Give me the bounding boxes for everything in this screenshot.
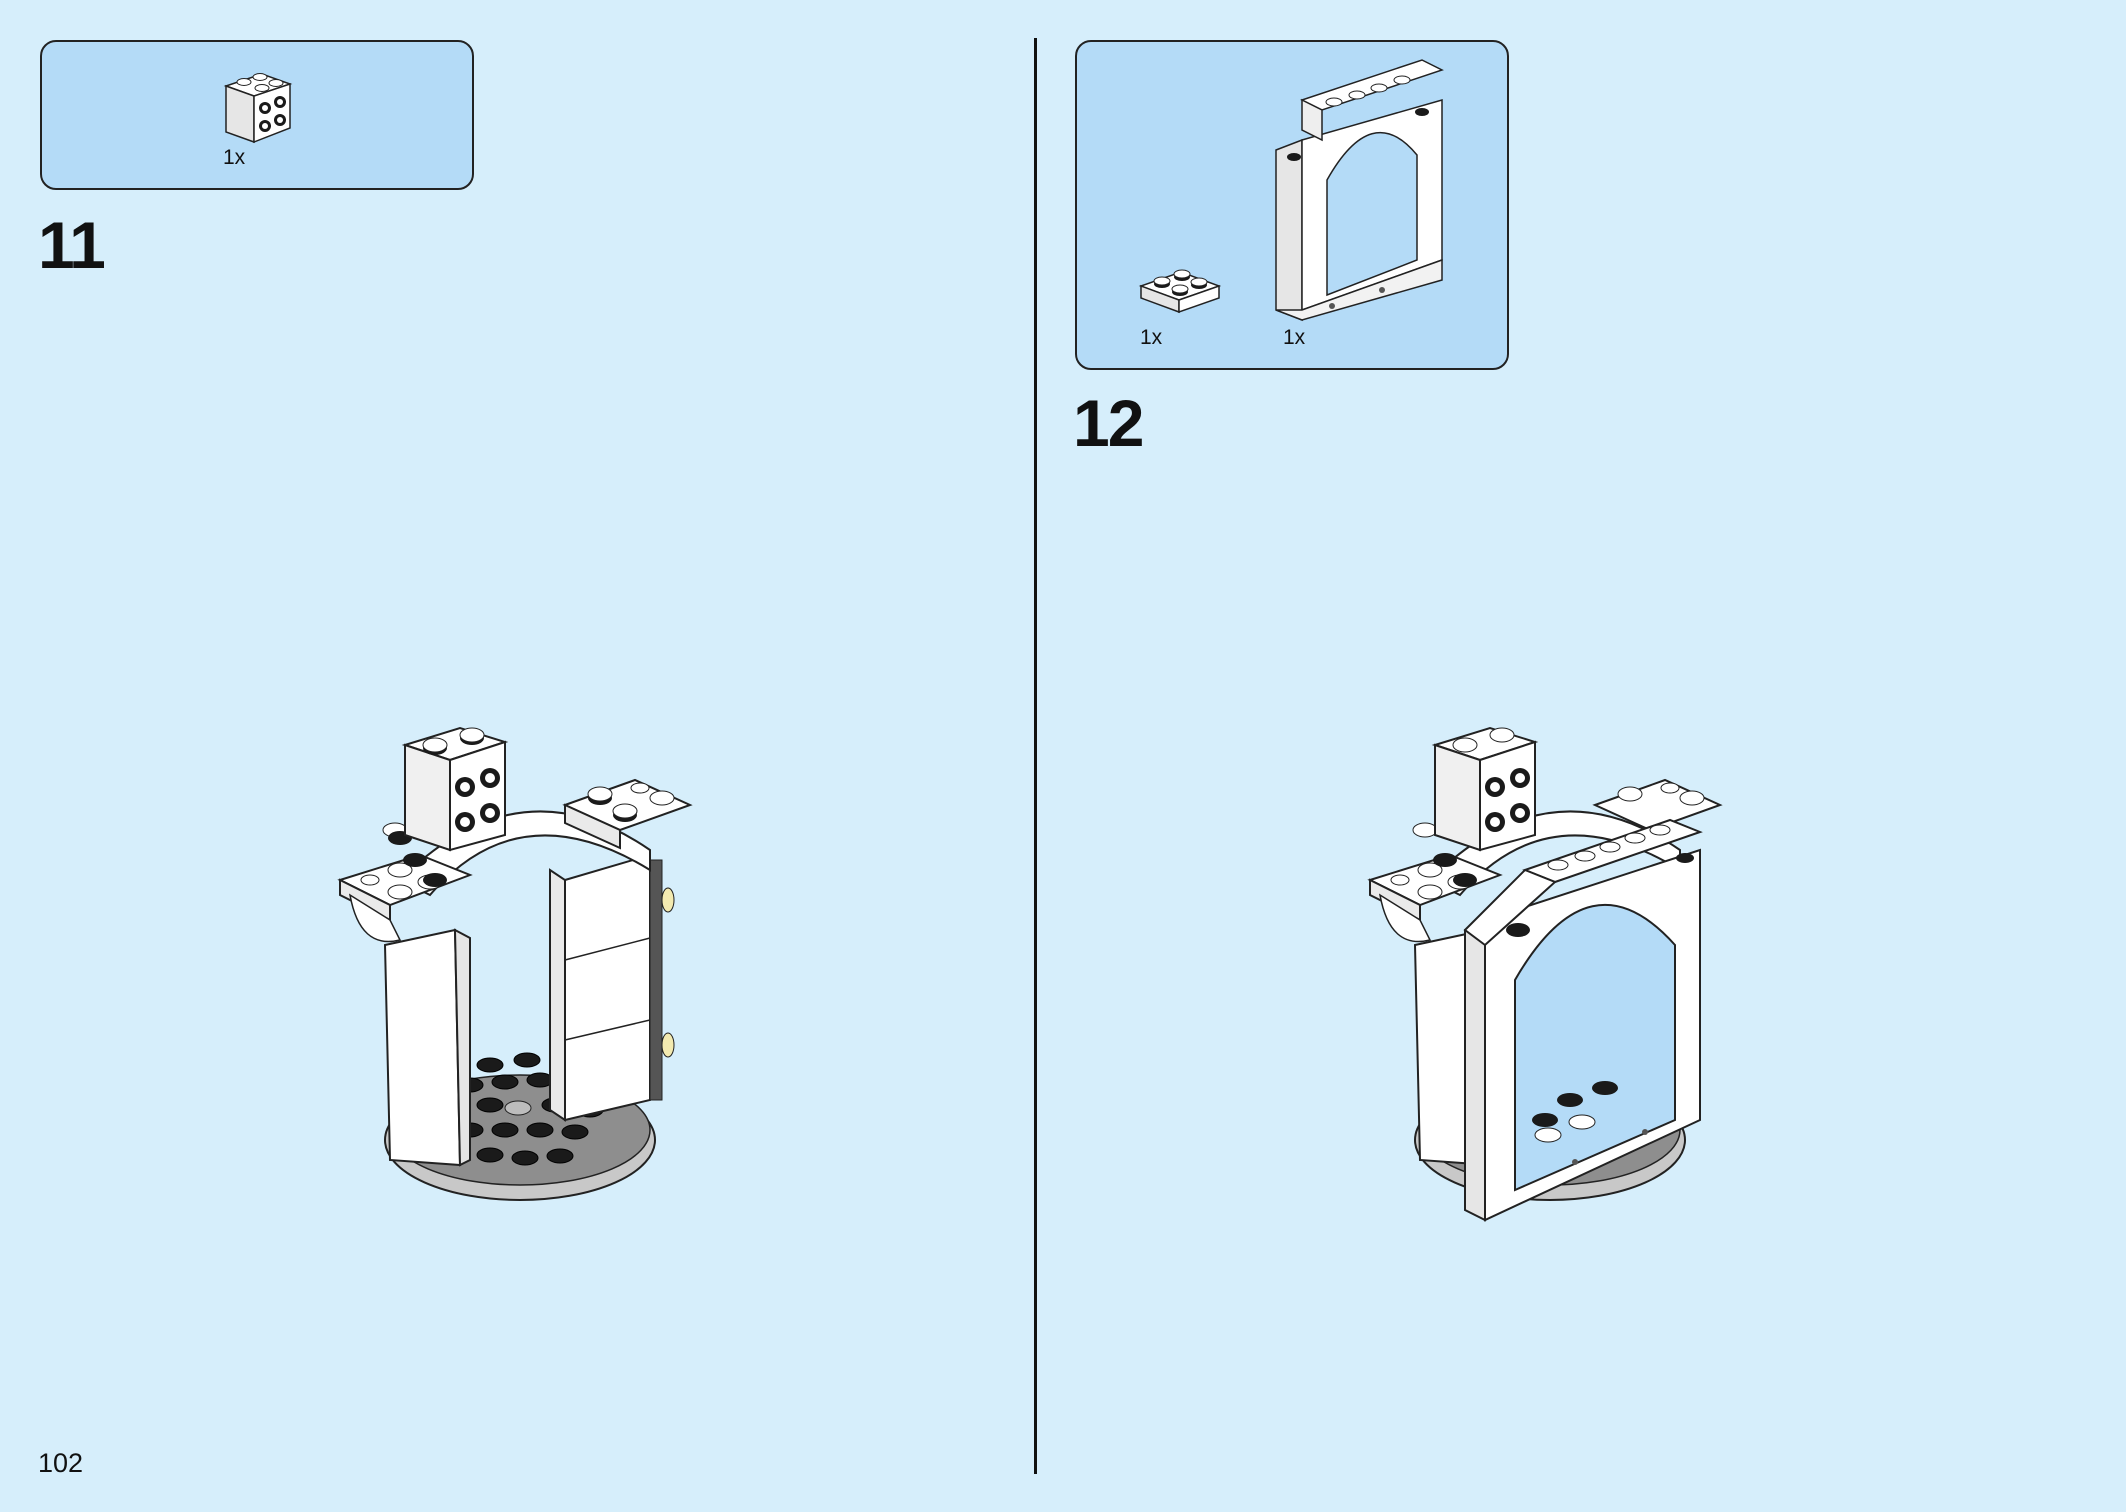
step-12-build-illustration (1367, 726, 1723, 1222)
white-arch-window-frame-icon (1275, 59, 1444, 322)
part-quantity: 1x (1283, 326, 1306, 349)
white-2x2-brick-with-side-studs-icon (223, 73, 293, 144)
part-quantity: 1x (223, 146, 246, 169)
step-number: 12 (1073, 386, 1144, 460)
step-12-parts-box: 1x 1x (1075, 40, 1509, 370)
white-2x2-plate-icon (1138, 269, 1222, 314)
page-number: 102 (38, 1448, 84, 1478)
step-11-parts-box: 1x (40, 40, 474, 190)
part-quantity: 1x (1140, 326, 1163, 349)
step-11-build-illustration (337, 726, 693, 1201)
page-divider (1034, 38, 1037, 1474)
step-number: 11 (38, 208, 106, 282)
